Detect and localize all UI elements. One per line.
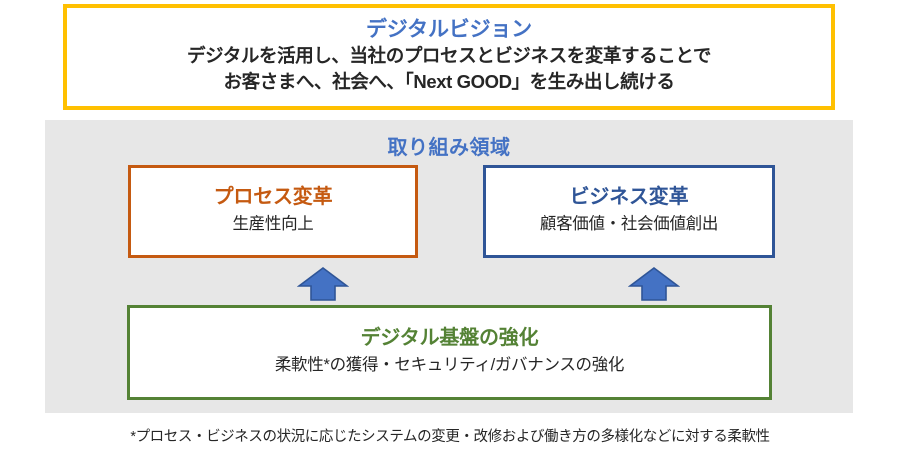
pillar-process-subtitle: 生産性向上 (232, 214, 314, 233)
footnote-text: *プロセス・ビジネスの状況に応じたシステムの変更・改修および働き方の多様化などに… (130, 429, 770, 445)
pillar-foundation-subtitle: 柔軟性*の獲得・セキュリティ/ガバナンスの強化 (274, 355, 625, 374)
pillar-foundation-title: デジタル基盤の強化 (360, 326, 539, 349)
digital-vision-title: デジタルビジョン (366, 17, 532, 41)
pillar-process-transformation: プロセス変革 生産性向上 (128, 165, 418, 258)
pillar-digital-foundation: デジタル基盤の強化 柔軟性*の獲得・セキュリティ/ガバナンスの強化 (127, 305, 772, 400)
pillar-business-subtitle: 顧客価値・社会価値創出 (539, 214, 719, 233)
pillar-process-title: プロセス変革 (213, 185, 333, 208)
focus-area-panel: 取り組み領域 プロセス変革 生産性向上 ビジネス変革 顧客価値・社会価値創出 デ… (45, 120, 853, 413)
digital-vision-box: デジタルビジョン デジタルを活用し、当社のプロセスとビジネスを変革することで お… (63, 4, 835, 110)
digital-vision-line-1: デジタルを活用し、当社のプロセスとビジネスを変革することで (187, 44, 711, 66)
arrow-up-icon-right (628, 267, 680, 301)
arrow-up-icon-left (297, 267, 349, 301)
pillar-business-title: ビジネス変革 (569, 185, 689, 208)
pillar-business-transformation: ビジネス変革 顧客価値・社会価値創出 (483, 165, 775, 258)
focus-area-heading: 取り組み領域 (387, 137, 511, 159)
digital-vision-line-2: お客さまへ、社会へ、「Next GOOD」を生み出し続ける (223, 71, 675, 93)
